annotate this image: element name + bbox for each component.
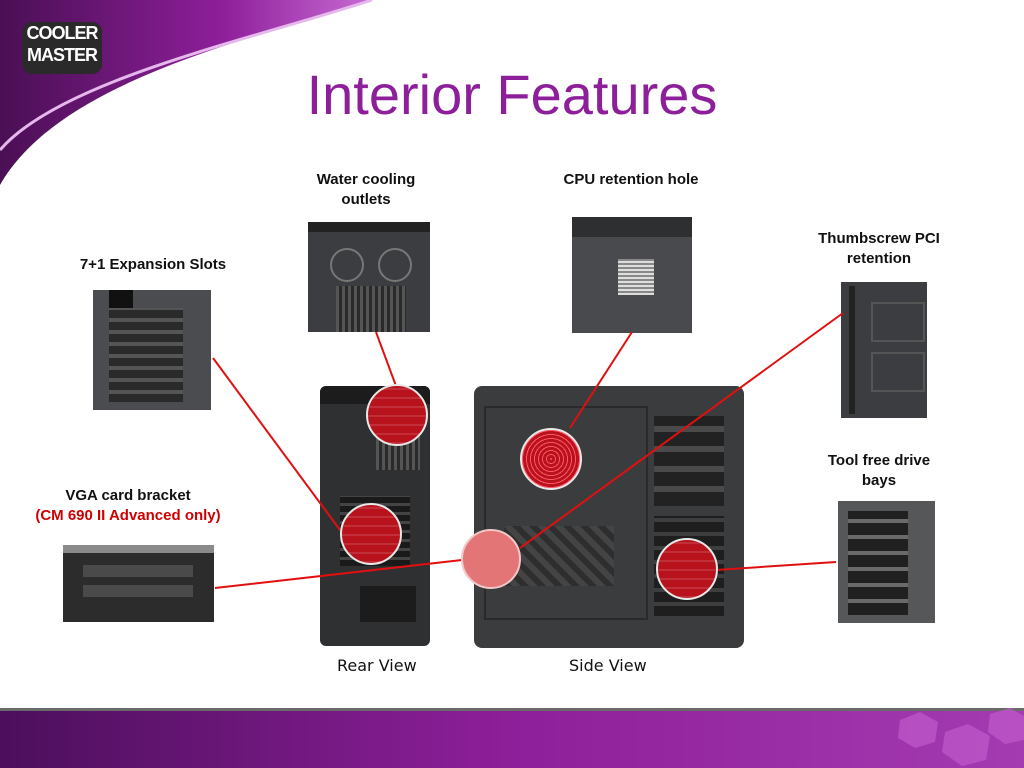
label-tool-free: Tool free drive bays [827,452,931,489]
side-view-label: Side View [569,656,647,675]
callout-marker-tool-free [656,538,718,600]
line-expansion [212,357,341,531]
photo-tool-free-bays [838,501,935,623]
label-expansion-slots: 7+1 Expansion Slots [79,256,227,273]
label-thumbscrew-pci: Thumbscrew PCI retention [818,230,940,267]
line-vga [214,559,463,589]
slide-title: Interior Features [306,63,718,126]
footer-band [0,708,1024,768]
callout-marker-vga-bracket [461,529,521,589]
label-water-cooling: Water cooling outlets [316,171,416,208]
logo-line-1: COOLER [26,23,98,43]
photo-thumbscrew-pci [841,282,927,418]
cooler-master-logo: COOLER MASTER [22,22,102,74]
label-vga-bracket: VGA card bracket [65,487,191,504]
photo-water-cooling [308,222,430,332]
line-water-cooling [375,331,397,387]
photo-cpu-retention [572,217,692,333]
callout-marker-cpu-retention [520,428,582,490]
label-vga-note: (CM 690 II Advanced only) [35,507,221,524]
photo-expansion-slots [93,290,211,410]
callout-marker-expansion-slots [340,503,402,565]
line-cpu-retention [569,331,633,429]
callout-marker-water-cooling [366,384,428,446]
rear-view-label: Rear View [337,656,417,675]
logo-line-2: MASTER [27,45,98,65]
photo-vga-bracket [63,545,214,622]
line-tool-free [715,561,837,571]
label-cpu-retention: CPU retention hole [563,171,699,188]
line-thumbscrew [519,312,844,549]
